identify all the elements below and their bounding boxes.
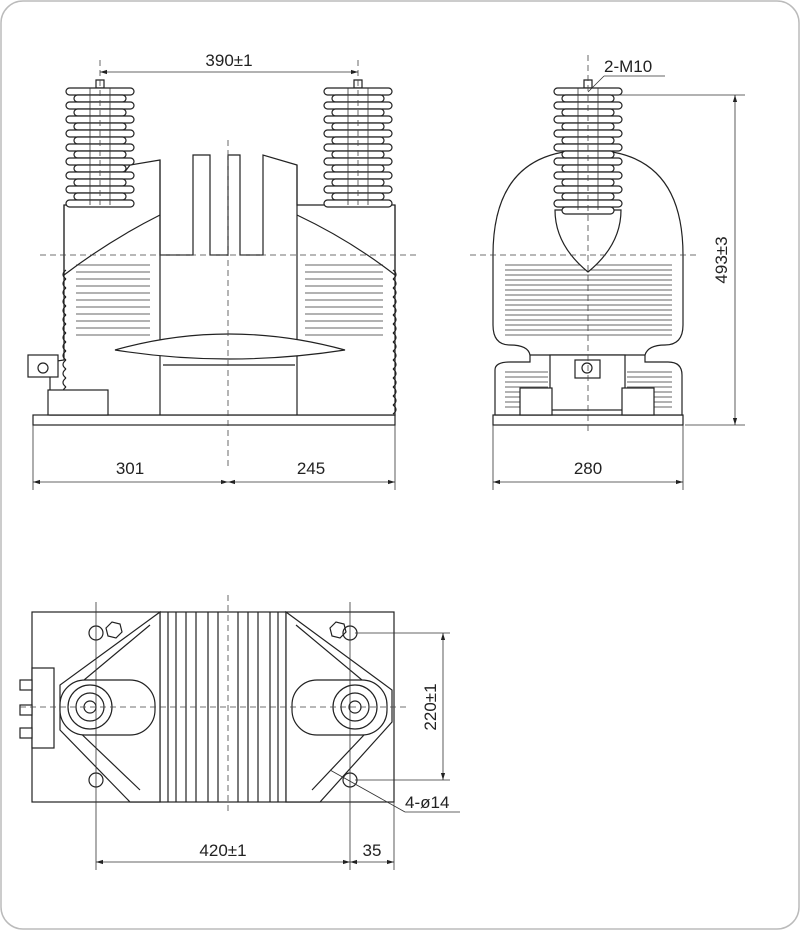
front-terminal-bolt: [37, 362, 49, 374]
plan-right-boss: [291, 679, 388, 736]
dim-front-right: 245: [297, 459, 325, 478]
front-left-flare: [63, 205, 161, 277]
side-view: 2-M10 493±3 280: [470, 55, 745, 490]
dim-plan-offset: 35: [363, 841, 382, 860]
dim-side-thread: 2-M10: [604, 57, 652, 76]
dim-plan-holes: 4-ø14: [405, 793, 449, 812]
side-bolt: [581, 362, 593, 374]
front-view: 390±1 301 245: [27, 51, 420, 490]
front-right-flare: [296, 205, 396, 277]
plan-left-boss: [59, 679, 156, 736]
dim-plan-spacing: 220±1: [421, 683, 440, 730]
front-disc-flange: [114, 333, 346, 360]
dim-front-left: 301: [116, 459, 144, 478]
front-side-terminal: [27, 354, 59, 378]
plan-view: 220±1 4-ø14 420±1 35: [19, 595, 460, 870]
dim-side-width: 280: [574, 459, 602, 478]
front-right-corrugations: [305, 264, 397, 415]
dim-side-height: 493±3: [712, 236, 731, 283]
front-terminal-box: [47, 389, 109, 416]
dim-front-top: 390±1: [205, 51, 252, 70]
front-left-corrugations: [62, 264, 150, 415]
front-base-plate: [32, 414, 396, 426]
dim-plan-length: 420±1: [199, 841, 246, 860]
plan-side-terminal: [31, 667, 55, 749]
